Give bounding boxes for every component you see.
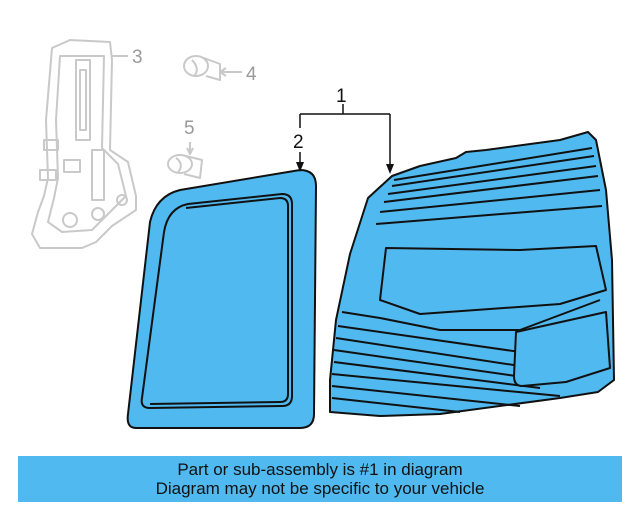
info-banner: Part or sub-assembly is #1 in diagram Di… bbox=[18, 456, 622, 502]
callout-1: 1 bbox=[336, 86, 347, 107]
callout-leaders bbox=[299, 104, 391, 170]
banner-line-1: Part or sub-assembly is #1 in diagram bbox=[177, 460, 463, 479]
callout-2: 2 bbox=[293, 132, 304, 153]
bulb-part-4 bbox=[183, 55, 242, 81]
callout-4: 4 bbox=[246, 64, 257, 85]
callout-3: 3 bbox=[132, 47, 143, 68]
bulb-housing-part-3 bbox=[31, 39, 137, 249]
banner-line-2: Diagram may not be specific to your vehi… bbox=[155, 479, 485, 498]
gasket-part-2 bbox=[126, 169, 317, 429]
callout-5: 5 bbox=[184, 118, 195, 139]
bulb-part-5 bbox=[167, 142, 203, 179]
callout-arrowheads bbox=[296, 162, 394, 174]
tail-lamp-part-1 bbox=[329, 131, 615, 417]
